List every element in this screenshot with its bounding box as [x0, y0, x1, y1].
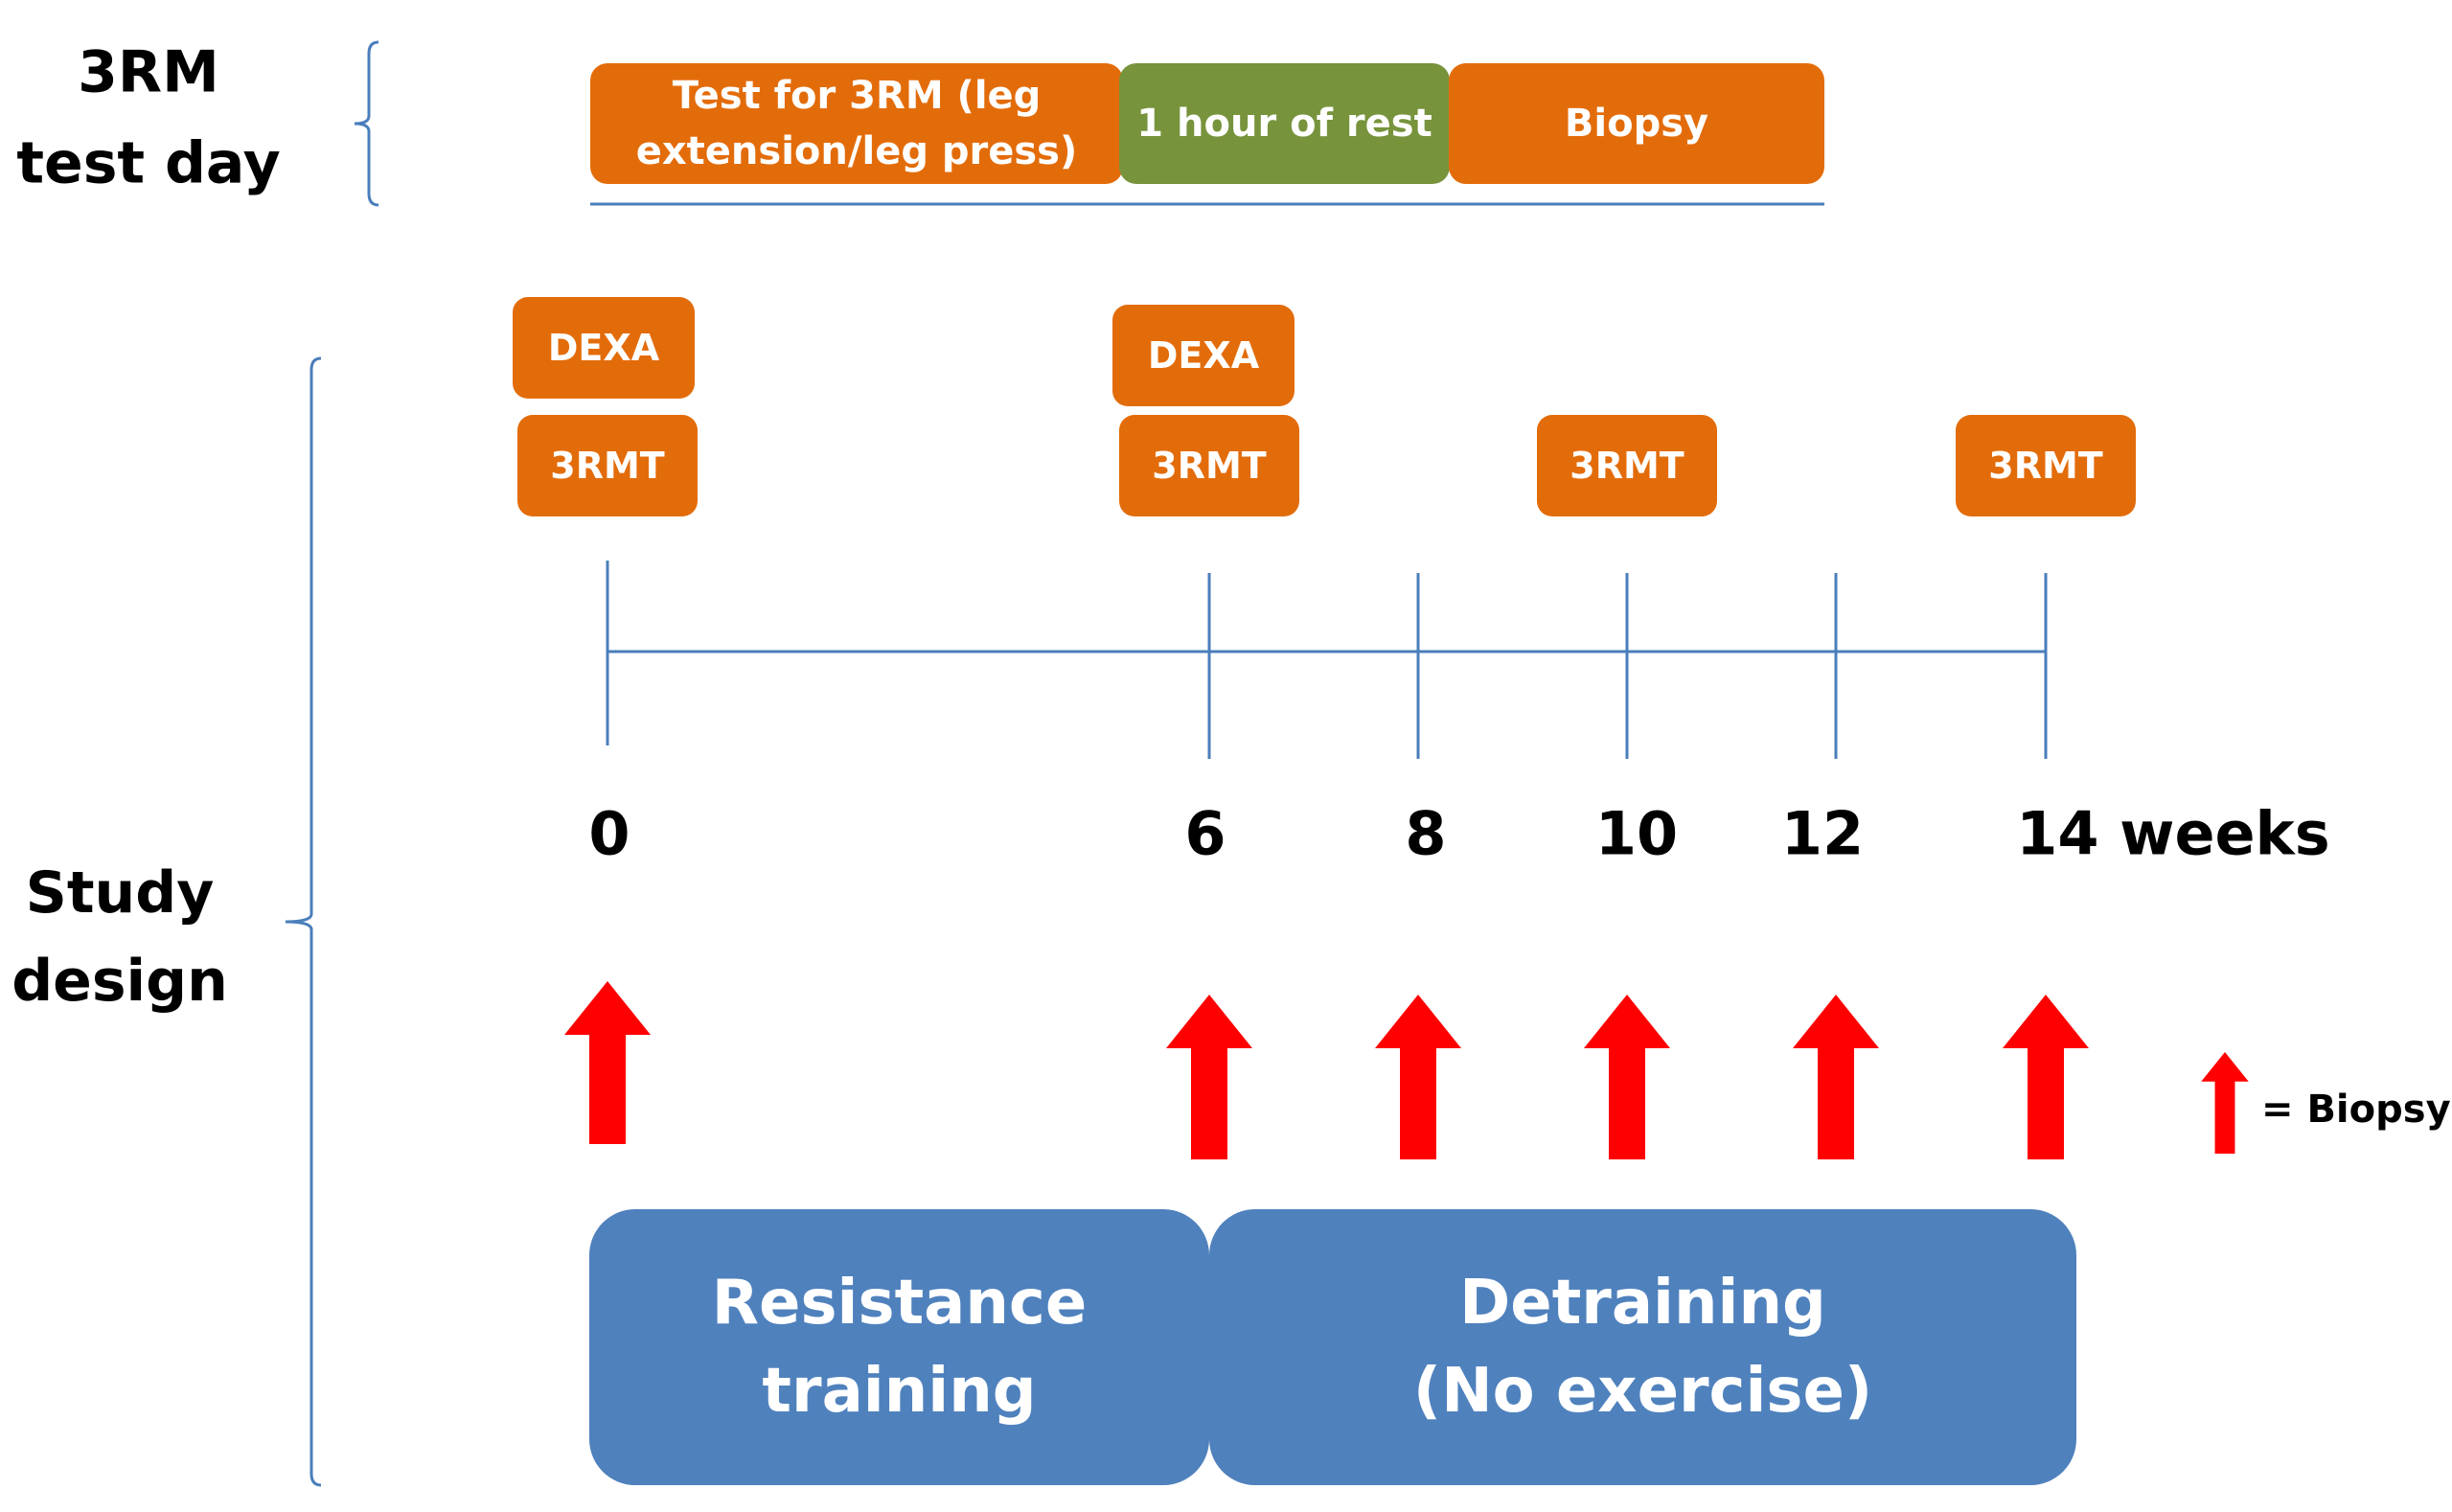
phase-box-0-label-line-1: training — [762, 1356, 1036, 1427]
timeline: 0 6 8 10 12 14 weeks — [588, 561, 2330, 869]
dexa-label-week-0: DEXA — [548, 327, 660, 369]
study-design-bracket — [285, 356, 322, 1487]
rmt-box-week-14 — [1956, 415, 2136, 516]
legend-biopsy-arrow — [2201, 1052, 2249, 1154]
biopsy-arrows — [564, 981, 2089, 1159]
legend-biopsy-label: = Biopsy — [2261, 1088, 2451, 1132]
test-day-label-line-1: test day — [16, 130, 280, 197]
timeline-label-0: 0 — [588, 799, 630, 869]
legend: = Biopsy — [2201, 1052, 2451, 1154]
timeline-label-8: 8 — [1405, 799, 1446, 869]
rmt-box-week-10 — [1537, 415, 1717, 516]
phase-box-1-label-line-1: (No exercise) — [1413, 1356, 1872, 1427]
phase-box-0-label-line-0: Resistance — [712, 1268, 1088, 1339]
rmt-label-week-6: 3RMT — [1152, 445, 1267, 487]
dexa-label-week-6: DEXA — [1148, 334, 1260, 377]
assessment-boxes: DEXA DEXA 3RMT 3RMT 3RMT 3RMT — [513, 297, 2136, 516]
rmt-box-week-0 — [517, 415, 698, 516]
biopsy-arrow-week-10 — [1584, 995, 1670, 1159]
timeline-label-10: 10 — [1595, 799, 1678, 869]
rmt-label-week-14: 3RMT — [1988, 445, 2103, 487]
phase-box-1 — [1209, 1209, 2076, 1485]
biopsy-arrow-week-12 — [1793, 995, 1879, 1159]
study-design-label-line-0: Study — [26, 859, 215, 927]
test-day-step-2-label-line-0: Biopsy — [1565, 102, 1708, 146]
biopsy-arrow-week-14 — [2003, 995, 2089, 1159]
study-design-label-line-1: design — [11, 948, 228, 1015]
timeline-label-6: 6 — [1184, 799, 1226, 869]
rmt-box-week-6 — [1119, 415, 1299, 516]
rmt-label-week-10: 3RMT — [1570, 445, 1684, 487]
test-day-step-1-label-line-0: 1 hour of rest — [1136, 102, 1432, 146]
dexa-box-week-0 — [513, 297, 695, 399]
rmt-label-week-0: 3RMT — [550, 445, 665, 487]
timeline-label-12: 12 — [1781, 799, 1864, 869]
phase-boxes: Resistance training Detraining (No exercise… — [589, 1209, 2076, 1485]
biopsy-arrow-week-0 — [564, 981, 651, 1144]
test-day-bracket — [354, 40, 379, 207]
test-day-step-0-label-line-0: Test for 3RM (leg — [673, 74, 1042, 118]
phase-box-1-label-line-0: Detraining — [1459, 1268, 1826, 1339]
test-day-step-1 — [1119, 63, 1450, 184]
test-day-label-line-0: 3RM — [78, 39, 219, 106]
test-day-step-0-label-line-1: extension/leg press) — [636, 129, 1078, 173]
biopsy-arrow-week-6 — [1166, 995, 1252, 1159]
dexa-box-week-6 — [1112, 305, 1295, 406]
test-day-sequence: Test for 3RM (leg extension/leg press) 1 h… — [590, 63, 1824, 206]
test-day-step-2 — [1449, 63, 1824, 184]
timeline-label-14: 14 weeks — [2016, 799, 2329, 869]
biopsy-arrow-week-8 — [1375, 995, 1461, 1159]
phase-box-0 — [589, 1209, 1209, 1485]
section-brackets — [285, 40, 379, 1487]
test-day-step-0 — [590, 63, 1123, 184]
